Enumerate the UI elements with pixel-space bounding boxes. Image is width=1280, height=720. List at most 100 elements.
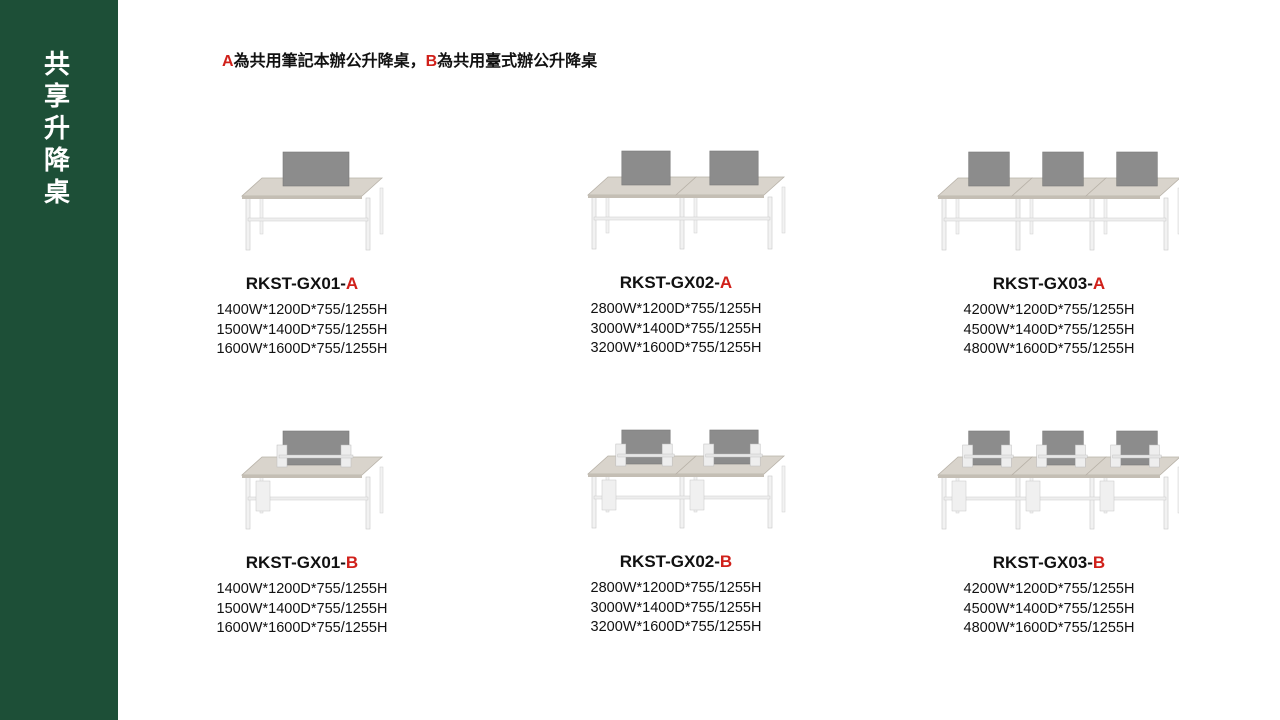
note-letter-a: A	[222, 53, 234, 70]
product-name: RKST-GX01-A	[172, 274, 432, 294]
product-model: RKST-GX01-	[245, 274, 346, 293]
product-name: RKST-GX01-B	[172, 553, 432, 573]
spec-line: 2800W*1200D*755/1255H	[590, 580, 762, 596]
desk-shelf	[278, 454, 354, 459]
desk-leg	[1163, 476, 1169, 530]
desk-leg	[1163, 197, 1169, 251]
privacy-panel	[968, 151, 1010, 187]
sidebar-title-char: 共	[43, 49, 70, 79]
product-specs: 2800W*1200D*755/1255H 3000W*1400D*755/12…	[546, 300, 806, 359]
spec-line: 4800W*1600D*755/1255H	[963, 620, 1135, 636]
desk-leg	[767, 475, 773, 529]
product-type-suffix: B	[719, 552, 733, 571]
note-letter-b: B	[425, 53, 438, 70]
desk-image	[172, 142, 432, 262]
desk-shelf	[705, 453, 763, 458]
desk-leg	[781, 186, 786, 234]
product-model: RKST-GX02-	[619, 552, 720, 571]
desk-leg	[1015, 197, 1021, 251]
product-type-suffix: B	[345, 553, 359, 572]
product-model: RKST-GX03-	[992, 553, 1093, 572]
sidebar-title-char: 升	[43, 113, 70, 143]
desk-leg	[941, 476, 947, 530]
product-specs: 4200W*1200D*755/1255H 4500W*1400D*755/12…	[919, 301, 1179, 360]
product-card: RKST-GX03-B 4200W*1200D*755/1255H 4500W*…	[919, 421, 1179, 681]
spec-line: 1400W*1200D*755/1255H	[216, 302, 388, 318]
privacy-panel	[709, 150, 759, 186]
desk-edge	[588, 474, 676, 477]
spec-line: 1500W*1400D*755/1255H	[216, 600, 388, 617]
spec-line: 4200W*1200D*755/1255H	[963, 581, 1135, 597]
desk-edge	[1012, 475, 1086, 478]
desk-leg	[1177, 466, 1179, 514]
desk-edge	[242, 475, 362, 478]
spec-line: 3200W*1600D*755/1255H	[590, 619, 762, 635]
product-card: RKST-GX03-A 4200W*1200D*755/1255H 4500W*…	[919, 142, 1179, 402]
product-model: RKST-GX01-	[245, 553, 346, 572]
product-model: RKST-GX03-	[992, 274, 1093, 293]
desk-edge	[242, 196, 362, 199]
desk-leg	[767, 196, 773, 250]
desk-leg	[781, 465, 786, 513]
product-card: RKST-GX01-B 1400W*1200D*755/1255H 1500W*…	[172, 421, 432, 681]
desk-leg	[591, 196, 597, 250]
desk-leg	[245, 197, 251, 251]
privacy-panel	[282, 151, 350, 187]
product-type-suffix: A	[719, 273, 733, 292]
desk-crossbar	[943, 217, 1167, 222]
product-name: RKST-GX02-A	[546, 273, 806, 293]
desk-leg	[1089, 197, 1095, 251]
spec-line: 1600W*1600D*755/1255H	[216, 341, 388, 357]
desk-leg	[679, 475, 685, 529]
sidebar-title-char: 桌	[43, 177, 70, 207]
desk-leg	[941, 197, 947, 251]
spec-line: 3000W*1400D*755/1255H	[590, 599, 762, 616]
desk-leg	[1015, 476, 1021, 530]
desk-image	[172, 421, 432, 541]
spec-line: 3000W*1400D*755/1255H	[590, 320, 762, 337]
product-specs: 2800W*1200D*755/1255H 3000W*1400D*755/12…	[546, 579, 806, 638]
desk-leg	[379, 466, 384, 514]
spec-line: 2800W*1200D*755/1255H	[590, 301, 762, 317]
spec-line: 1600W*1600D*755/1255H	[216, 620, 388, 636]
spec-line: 3200W*1600D*755/1255H	[590, 340, 762, 356]
spec-line: 4200W*1200D*755/1255H	[963, 302, 1135, 318]
spec-line: 1400W*1200D*755/1255H	[216, 581, 388, 597]
privacy-panel	[621, 150, 671, 186]
product-name: RKST-GX03-A	[919, 274, 1179, 294]
desk-leg	[379, 187, 384, 235]
type-note: A為共用筆記本辦公升降桌，B為共用臺式辦公升降桌	[222, 47, 597, 71]
desk-edge	[938, 196, 1012, 199]
product-specs: 1400W*1200D*755/1255H 1500W*1400D*755/12…	[172, 580, 432, 639]
product-specs: 4200W*1200D*755/1255H 4500W*1400D*755/12…	[919, 580, 1179, 639]
note-text-a: 為共用筆記本辦公升降桌，	[233, 53, 426, 70]
privacy-panel	[282, 430, 350, 466]
product-card: RKST-GX02-A 2800W*1200D*755/1255H 3000W*…	[546, 141, 806, 401]
desk-image	[919, 142, 1179, 262]
desk-image	[919, 421, 1179, 541]
cable-box	[255, 480, 271, 512]
spec-line: 4800W*1600D*755/1255H	[963, 341, 1135, 357]
privacy-panel	[1116, 151, 1158, 187]
spec-line: 4500W*1400D*755/1255H	[963, 600, 1135, 617]
desk-shelf	[964, 454, 1014, 459]
desk-leg	[1177, 187, 1179, 235]
desk-edge	[676, 195, 764, 198]
desk-crossbar	[247, 217, 369, 222]
cable-box	[1025, 480, 1041, 512]
cable-box	[1099, 480, 1115, 512]
desk-shelf	[1038, 454, 1088, 459]
product-type-suffix: A	[1092, 274, 1106, 293]
sidebar-title: 共 享 升 降 桌	[38, 48, 76, 208]
desk-crossbar	[247, 496, 369, 501]
sidebar-title-char: 享	[43, 81, 70, 111]
sidebar: 共 享 升 降 桌	[0, 0, 118, 720]
desk-crossbar	[593, 495, 771, 500]
desk-image	[546, 420, 806, 540]
desk-shelf	[617, 453, 675, 458]
product-name: RKST-GX02-B	[546, 552, 806, 572]
desk-leg	[1089, 476, 1095, 530]
privacy-panel	[1042, 151, 1084, 187]
cable-box	[689, 479, 705, 511]
spec-line: 4500W*1400D*755/1255H	[963, 321, 1135, 338]
